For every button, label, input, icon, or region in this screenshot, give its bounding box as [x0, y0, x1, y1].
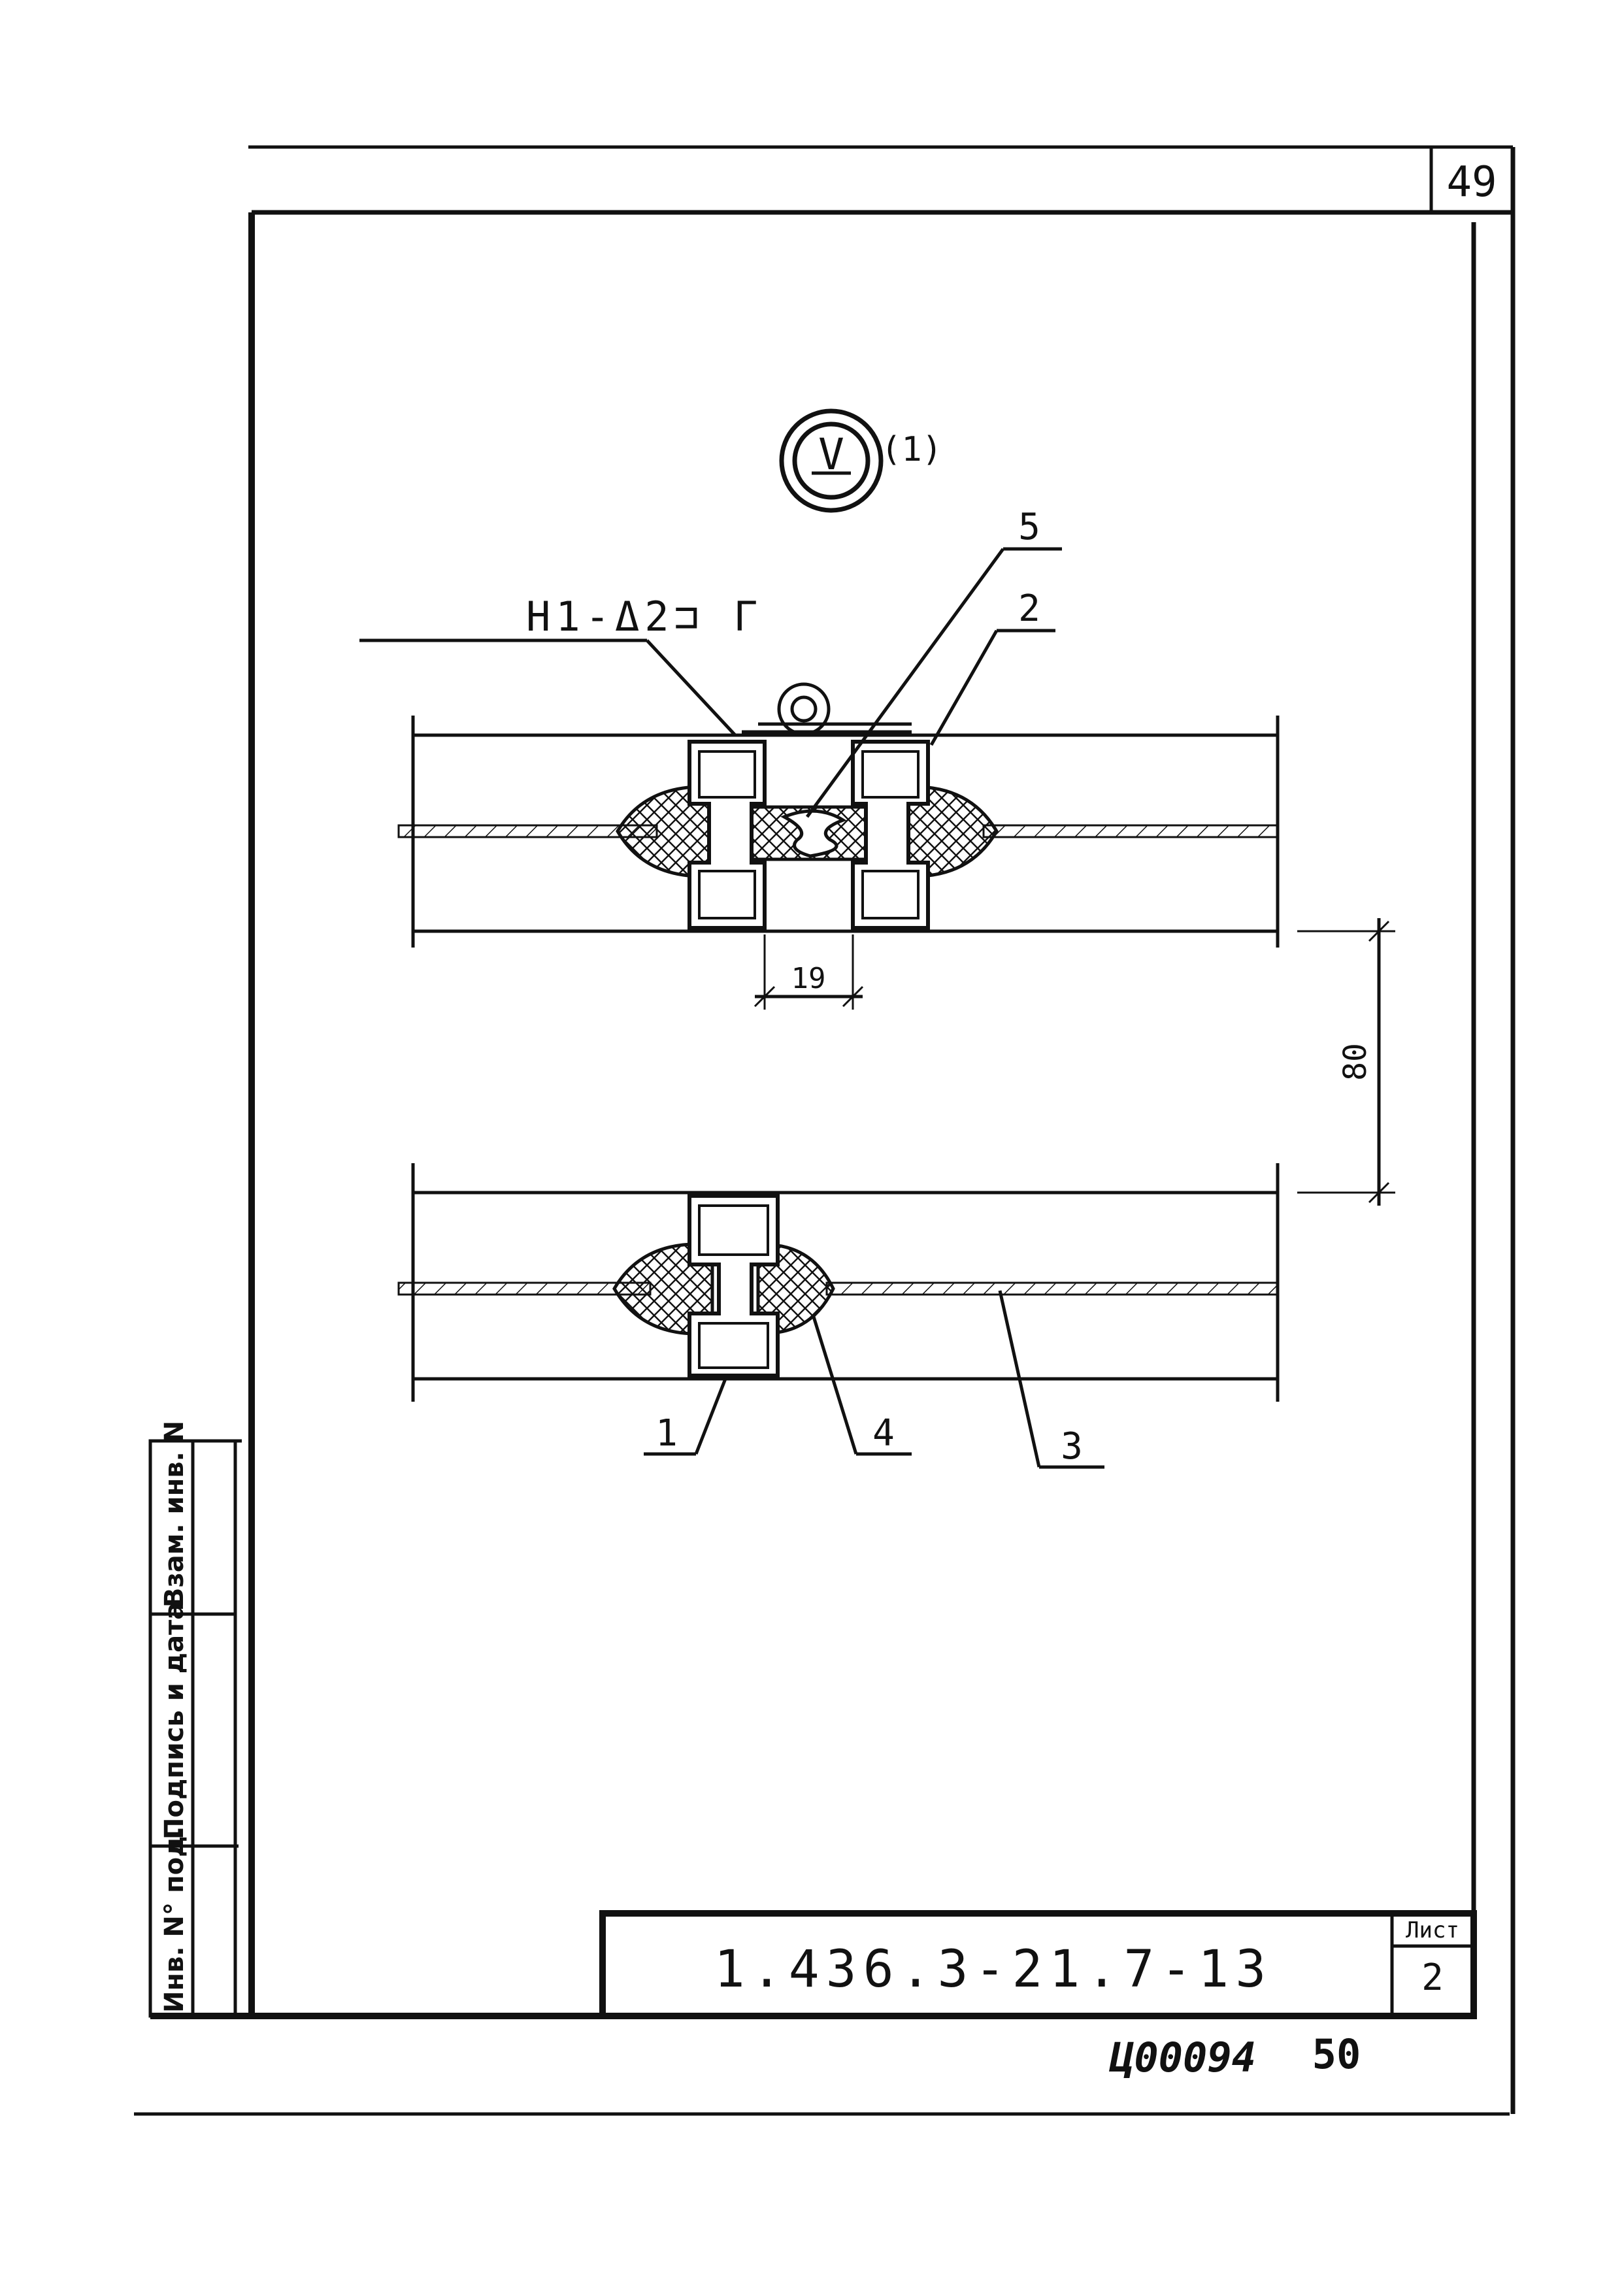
weld-leader [646, 639, 737, 736]
page-number-bottom: 50 [1312, 2030, 1361, 2078]
sheet-label: Лист [1406, 1917, 1459, 1943]
dimension-spacing-value: 80 [1337, 1043, 1374, 1081]
dimension-gap-value: 19 [791, 962, 826, 995]
page-number-top: 49 [1446, 158, 1497, 206]
side-stamp-block [148, 1439, 242, 2018]
callout-2: 2 [1018, 587, 1040, 630]
stamp-inv-no: Инв. N° под. [159, 1826, 190, 2013]
callout-5: 5 [1018, 506, 1040, 548]
stamp-signature-date: Подпись и дата [159, 1602, 190, 1840]
dimension-spacing [1297, 918, 1395, 1206]
callout-4: 4 [872, 1412, 895, 1455]
lower-joint-assembly [397, 1163, 1280, 1402]
detail-marker [779, 408, 884, 513]
detail-marker-label: V [818, 429, 844, 480]
weld-note: H1-Δ2⊐ Г [526, 593, 763, 640]
detail-sub-marker: (1) [881, 430, 942, 469]
sheet-number: 2 [1421, 1957, 1444, 1999]
callout-3: 3 [1061, 1425, 1083, 1468]
stamp-replace-inv: Взам. инв. N [159, 1421, 190, 1608]
document-code: 1.436.3-21.7-13 [714, 1940, 1272, 1999]
title-block [599, 1910, 1477, 2019]
dimension-gap [754, 934, 864, 1010]
archive-code: Ц00094 [1108, 2034, 1256, 2081]
upper-joint-assembly [397, 682, 1280, 948]
callout-leaders [644, 547, 1104, 1469]
callout-1: 1 [655, 1412, 678, 1455]
